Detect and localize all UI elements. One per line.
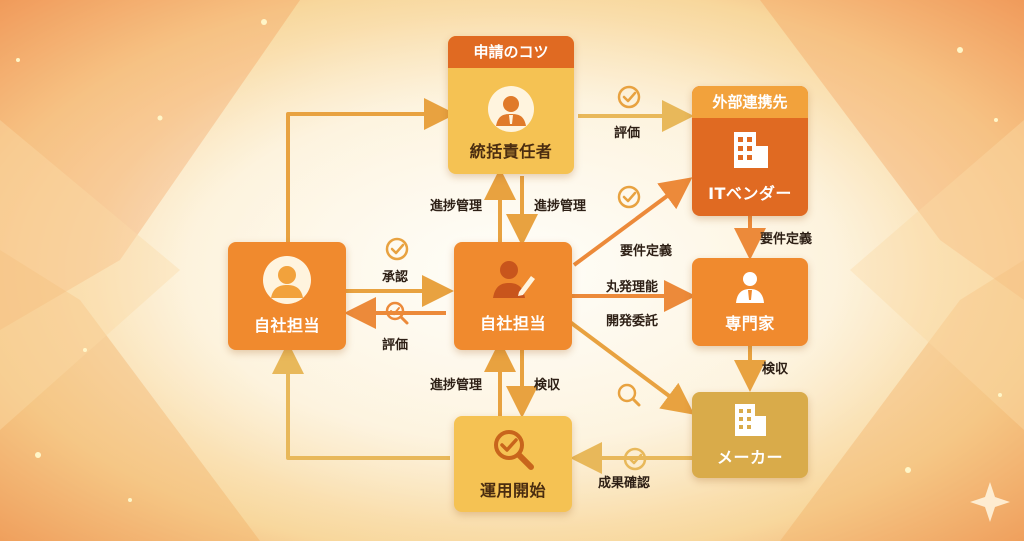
edge-label-progress-lower: 進捗管理	[430, 378, 483, 393]
edge-label-requirements-right: 要件定義	[760, 232, 813, 247]
operation-start-node: 運用開始	[454, 416, 572, 512]
magnifier-icon	[385, 301, 409, 325]
edge-label-requirements-diagonal: 要件定義	[620, 244, 673, 259]
building-icon	[730, 402, 770, 438]
arrow-center-to-it-vendor	[572, 177, 693, 267]
edge-label-progress-right-upper: 進捗管理	[534, 199, 587, 214]
own-staff-left-label: 自社担当	[253, 316, 320, 335]
own-staff-center-label: 自社担当	[479, 314, 546, 333]
expert-node: 専門家	[692, 258, 808, 346]
supervisor-node: 申請のコツ 統括責任者	[448, 36, 574, 174]
maker-label: メーカー	[716, 448, 783, 467]
check-icon	[617, 85, 641, 109]
edge-label-inspection-center: 検収	[534, 378, 561, 393]
tips-header: 申請のコツ	[448, 36, 574, 68]
supervisor-label: 統括責任者	[469, 142, 553, 161]
edge-label-outsourcing-line2: 開発委託	[606, 314, 659, 329]
edge-label-results-check: 成果確認	[598, 476, 651, 491]
own-staff-left-node: 自社担当	[228, 242, 346, 350]
magnifier-check-icon	[491, 427, 535, 471]
it-vendor-node: 外部連携先 ITベンダー	[692, 86, 808, 216]
sparkle-icon	[970, 482, 1010, 522]
own-staff-center-node: 自社担当	[454, 242, 572, 350]
expert-label: 専門家	[725, 314, 775, 333]
magnifier-icon	[617, 383, 641, 407]
edge-label-inspection-right: 検収	[762, 362, 789, 377]
maker-node: メーカー	[692, 392, 808, 478]
check-icon	[617, 185, 641, 209]
external-partners-header: 外部連携先	[692, 86, 808, 118]
person-writing-icon	[489, 258, 537, 302]
edge-label-progress-left-upper: 進捗管理	[430, 199, 483, 214]
edge-label-evaluation-left: 評価	[382, 338, 409, 353]
arrow-left-to-supervisor	[286, 98, 456, 242]
businessperson-icon	[733, 270, 767, 304]
edge-label-evaluation-top: 評価	[614, 126, 641, 141]
edge-label-approval: 承認	[382, 270, 409, 285]
check-icon	[385, 237, 409, 261]
check-icon	[623, 447, 647, 471]
edge-label-outsourcing-line1: 丸発理能	[606, 280, 659, 295]
person-icon	[488, 86, 534, 132]
person-icon	[263, 256, 311, 304]
arrow-operation-to-left	[272, 342, 450, 460]
building-icon	[728, 130, 772, 170]
operation-start-label: 運用開始	[479, 481, 546, 500]
it-vendor-label: ITベンダー	[708, 184, 792, 203]
arrow-center-to-maker	[568, 320, 695, 415]
